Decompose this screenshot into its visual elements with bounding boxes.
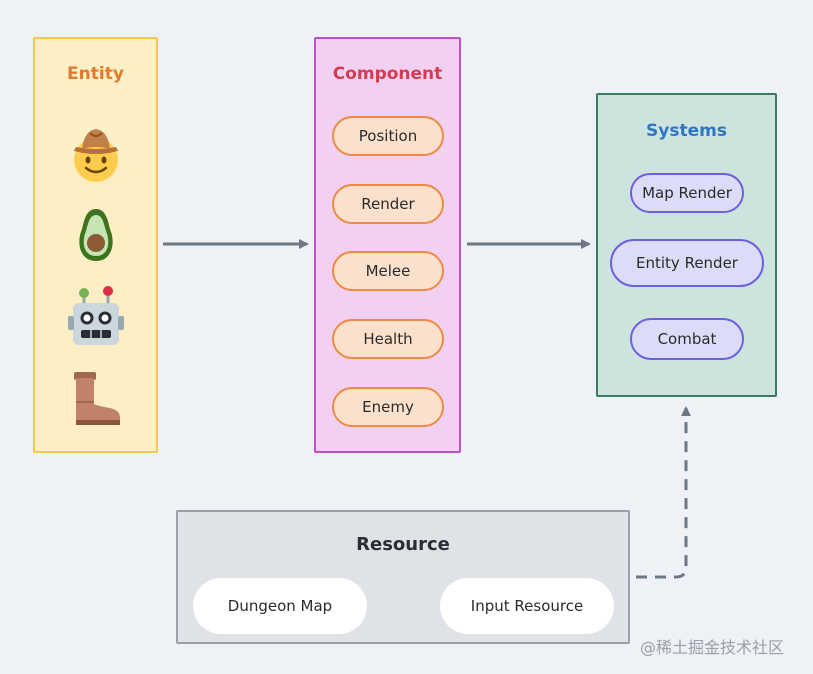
systems-title: Systems xyxy=(646,121,727,141)
avocado-icon xyxy=(76,207,116,267)
component-melee: Melee xyxy=(332,251,444,291)
systems-panel: Systems Map Render Entity Render Combat xyxy=(596,93,777,397)
resource-panel: Resource Dungeon Map Input Resource xyxy=(176,510,630,644)
boot-icon xyxy=(70,370,122,430)
resource-title: Resource xyxy=(356,534,450,555)
watermark: @稀土掘金技术社区 xyxy=(640,638,785,657)
component-render: Render xyxy=(332,184,444,224)
system-entity-render: Entity Render xyxy=(610,239,764,287)
system-map-render: Map Render xyxy=(630,173,744,213)
system-combat: Combat xyxy=(630,318,744,360)
robot-icon xyxy=(67,286,125,352)
entity-title: Entity xyxy=(67,64,124,84)
component-title: Component xyxy=(332,64,443,84)
component-panel: Component Position Render Melee Health E… xyxy=(314,37,461,453)
arrow-resource-to-systems xyxy=(636,406,691,579)
component-enemy: Enemy xyxy=(332,387,444,427)
cowboy-face-icon xyxy=(70,127,122,187)
resource-dungeon-map: Dungeon Map xyxy=(193,578,367,634)
component-position: Position xyxy=(332,116,444,156)
component-health: Health xyxy=(332,319,444,359)
resource-input-resource: Input Resource xyxy=(440,578,614,634)
entity-panel: Entity xyxy=(33,37,158,453)
